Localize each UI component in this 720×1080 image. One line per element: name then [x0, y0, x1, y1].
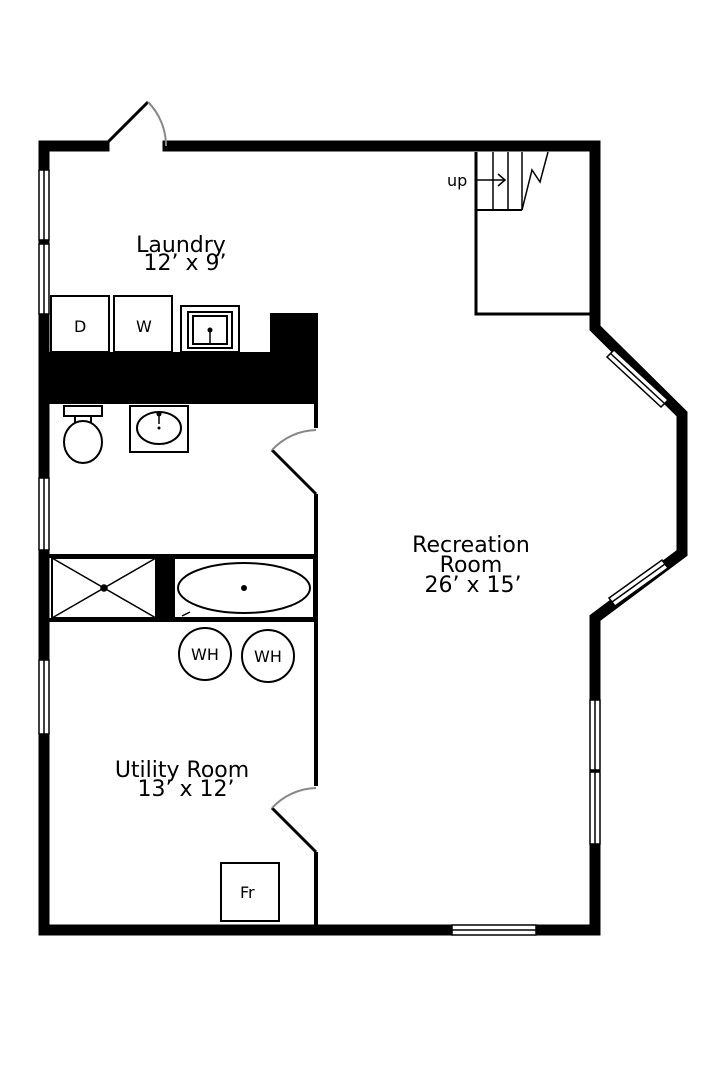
water-heater-1-label: WH — [191, 645, 219, 664]
laundry-divider-wall — [44, 313, 318, 404]
stairs-up-label: up — [447, 171, 467, 190]
shower-partition — [157, 558, 173, 620]
bathtub — [173, 557, 315, 619]
staircase — [474, 151, 595, 316]
laundry-sink — [180, 305, 240, 353]
dryer-label: D — [74, 317, 86, 336]
water-heater-1 — [178, 627, 232, 681]
interior-walls — [48, 404, 318, 926]
entry-door[interactable] — [102, 100, 168, 148]
bathroom-door[interactable] — [270, 429, 318, 496]
exterior-walls — [38, 140, 688, 936]
utility-room-size: 13’ x 12’ — [138, 777, 235, 802]
bathroom-sink — [129, 405, 189, 453]
washer-label: W — [136, 317, 152, 336]
recreation-room-name-line2: Room — [440, 553, 503, 578]
freezer-label: Fr — [240, 883, 255, 902]
water-heater-2 — [241, 629, 295, 683]
right-windows — [451, 699, 601, 936]
shower — [51, 557, 157, 619]
laundry-room-size: 12’ x 9’ — [144, 251, 227, 276]
washer — [113, 295, 173, 353]
recreation-room-name-line1: Recreation — [412, 533, 530, 558]
laundry-room-name: Laundry — [136, 233, 226, 258]
utility-door[interactable] — [270, 787, 318, 854]
dryer — [50, 295, 110, 353]
recreation-room-size: 26’ x 15’ — [425, 573, 522, 598]
bay-windows — [605, 348, 670, 608]
freezer — [220, 862, 280, 922]
left-windows — [38, 169, 50, 735]
toilet — [63, 405, 103, 464]
water-heater-2-label: WH — [254, 647, 282, 666]
utility-room-name: Utility Room — [115, 758, 249, 783]
